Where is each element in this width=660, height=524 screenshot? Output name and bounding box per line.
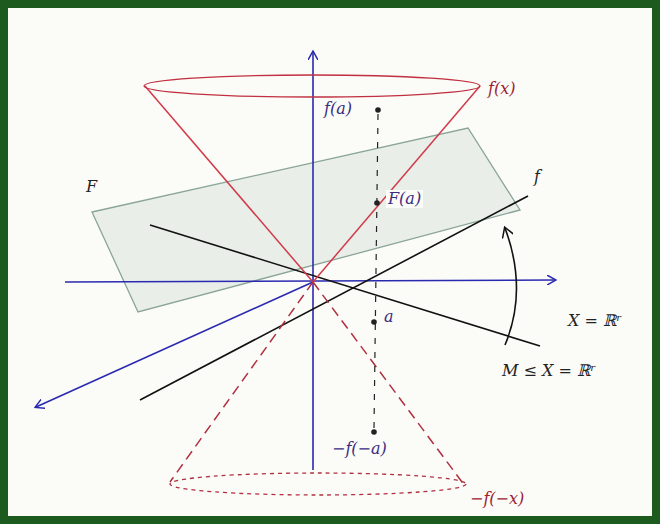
point-label: f(a) — [322, 100, 354, 118]
plane-label: F — [84, 178, 99, 196]
point-label: a — [382, 308, 396, 326]
space-label: X = ℝʳ — [566, 312, 624, 330]
page-frame: f(x) f(a) F(a) Ff a −f(−a) −f(−x) X = ℝʳ M ≤ X =… — [8, 8, 652, 516]
point-label: F(a) — [386, 190, 423, 208]
subspace-label: M ≤ X = ℝʳ — [500, 362, 598, 380]
line-label: f — [532, 168, 542, 186]
cone-label: −f(−x) — [468, 490, 526, 508]
cone-label: f(x) — [486, 80, 517, 98]
point-label: −f(−a) — [330, 440, 389, 458]
